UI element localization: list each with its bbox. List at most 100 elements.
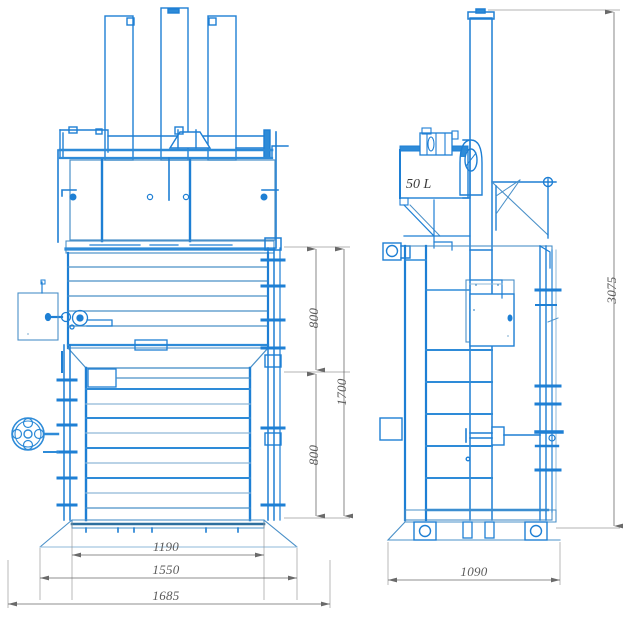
- side-control-panel: [465, 279, 515, 347]
- head-boss-a: [68, 126, 78, 134]
- handwheel-hub: [23, 429, 33, 439]
- outrigger-eye-circle: [385, 244, 399, 258]
- handwheel-lobe-top: [22, 417, 34, 429]
- brace-pivot-cross: [543, 177, 553, 187]
- panel-knob: [507, 314, 513, 322]
- actuator-pin: [465, 456, 471, 462]
- oil-tank-capacity-label: 50 L: [406, 177, 432, 192]
- tank-port: [461, 147, 466, 157]
- rod-left-cap: [126, 17, 135, 26]
- cabinet-indicator: [27, 333, 29, 335]
- press-platen-band: [64, 240, 276, 254]
- dim-label-800-lower: 800: [306, 445, 321, 466]
- side-base: [386, 509, 561, 541]
- right-rail-tab: [547, 317, 559, 323]
- lower-chamber: [84, 366, 252, 522]
- control-cabinet: [17, 279, 59, 341]
- guide-lower-cap: [264, 432, 282, 446]
- dimension-layer: [7, 9, 623, 608]
- panel-screw-a: [475, 284, 477, 286]
- tank-right-bracket: [462, 139, 471, 199]
- head-boss-b: [95, 128, 103, 135]
- ram-cylinder-body: [469, 17, 493, 251]
- panel-led: [507, 335, 509, 337]
- panel-screw-c: [469, 309, 471, 311]
- guard-window: [464, 148, 478, 172]
- side-guard-cover: [459, 139, 483, 196]
- door-latch-plate: [134, 339, 168, 351]
- dim-label-1550: 1550: [152, 562, 179, 577]
- bolt-hole-b: [182, 193, 190, 201]
- left-hinge-rail: [56, 344, 78, 521]
- pivot-right: [260, 193, 268, 201]
- foot-left-hole: [418, 524, 432, 538]
- dim-label-3075: 3075: [604, 276, 619, 304]
- tank-leg-step: [433, 241, 453, 251]
- panel-screw-b: [497, 284, 499, 286]
- handwheel-lobe-bottom: [22, 439, 34, 451]
- brace-diag-c: [495, 179, 521, 215]
- dimension-text-layer: 800 800 1700 1190 1550 1685 1090 3075 50…: [152, 177, 619, 603]
- base-splay: [39, 519, 298, 548]
- head-lug-left: [174, 126, 184, 135]
- dim-label-1700: 1700: [334, 378, 349, 405]
- lock-small-pin: [69, 324, 75, 330]
- filler-cap: [451, 130, 459, 140]
- head-left-step: [59, 129, 109, 153]
- upper-box-outline: [69, 159, 276, 241]
- right-rail-top-bend: [539, 245, 551, 269]
- foot-right: [524, 521, 548, 541]
- panel-front-box: [469, 293, 515, 347]
- door-lock-assembly: [44, 309, 113, 330]
- guard-outline: [459, 139, 483, 196]
- side-base-splay: [386, 521, 561, 541]
- tank-leg-diag2: [409, 204, 441, 237]
- hydraulic-tank-assembly: [399, 127, 471, 206]
- motor-fins: [426, 132, 446, 156]
- base-foot-ticks: [85, 527, 239, 533]
- side-cross-actuator: [465, 426, 541, 462]
- brace-diag-a: [491, 181, 549, 236]
- tank-leg-diag: [403, 204, 435, 237]
- brace-diag-b: [495, 179, 521, 197]
- rod-center-cap: [167, 8, 180, 14]
- side-mid-bracket: [379, 417, 403, 441]
- foot-right-hole: [529, 524, 543, 538]
- head-right-post: [263, 129, 271, 159]
- side-view-group: [379, 8, 564, 541]
- guide-top-cap: [264, 237, 282, 251]
- side-right-rail: [534, 245, 564, 521]
- side-bracket-left: [61, 189, 77, 197]
- bolt-hole-a: [146, 193, 154, 201]
- foot-mid-b: [484, 521, 495, 539]
- rod-right-cap: [208, 17, 217, 26]
- cabinet-conduit-cap: [40, 279, 46, 285]
- foot-mid-a: [462, 521, 473, 539]
- handwheel-lobe-left: [11, 428, 23, 440]
- guide-mid-cap: [264, 354, 282, 368]
- motor-junction-box: [421, 127, 432, 135]
- dim-label-1685: 1685: [152, 588, 179, 603]
- dim-label-1190: 1190: [153, 539, 179, 554]
- lock-handle-knob: [44, 312, 52, 322]
- side-base-slab: [404, 509, 557, 523]
- actuator-body: [491, 426, 505, 446]
- right-guide-rail: [260, 237, 286, 521]
- front-view-group: [11, 7, 298, 548]
- ram-cap-nub: [475, 8, 486, 14]
- right-rail-boss: [548, 434, 556, 442]
- side-upper-braces: [491, 176, 557, 239]
- handwheel-inner-rim: [14, 420, 42, 448]
- guard-window-slash: [465, 152, 477, 167]
- dim-label-800-upper: 800: [306, 308, 321, 329]
- pivot-left: [69, 193, 77, 201]
- head-wedge-ribs: [177, 129, 197, 149]
- lock-latch-bar: [86, 319, 113, 327]
- tank-support-legs: [403, 199, 471, 251]
- dim-label-1090: 1090: [460, 564, 487, 579]
- outrigger-eye-box: [382, 242, 402, 261]
- cabinet-outline: [17, 292, 59, 341]
- handwheel-assembly: [11, 417, 60, 453]
